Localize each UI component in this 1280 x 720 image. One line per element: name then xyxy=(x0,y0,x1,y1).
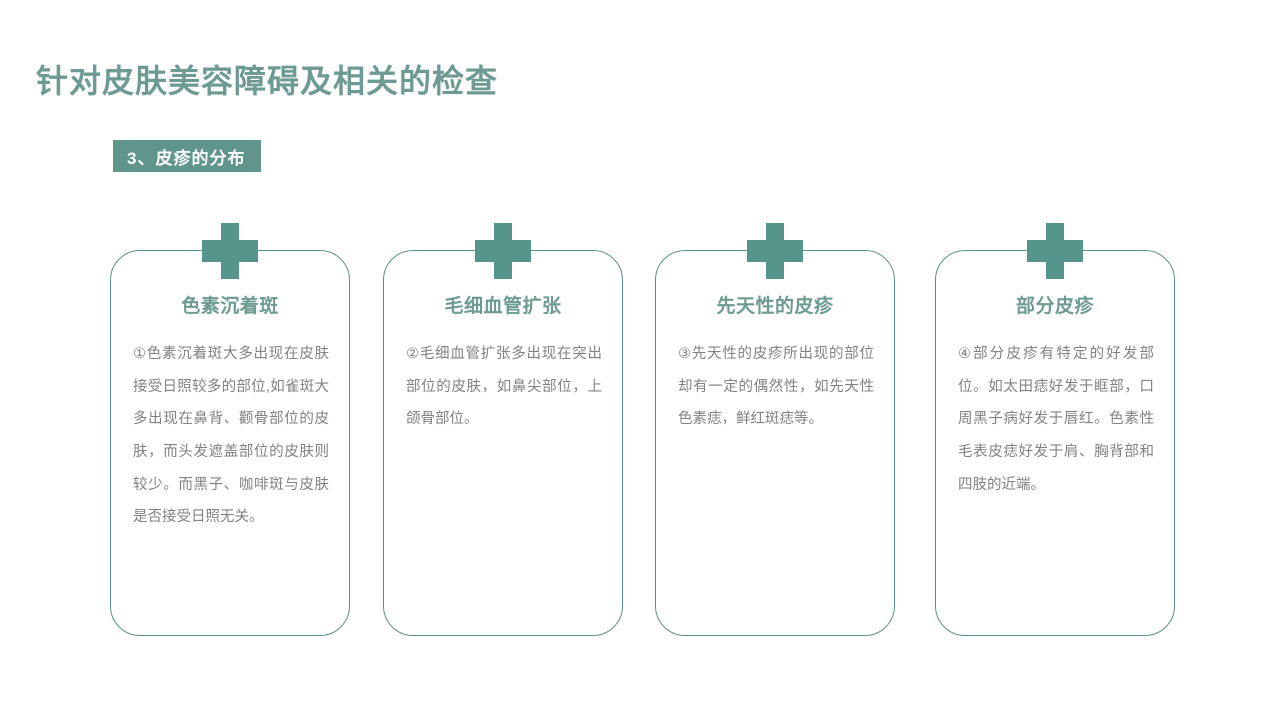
cross-icon xyxy=(747,223,803,279)
card-2[interactable]: 毛细血管扩张 ②毛细血管扩张多出现在突出部位的皮肤，如鼻尖部位，上颌骨部位。 xyxy=(383,223,623,636)
cross-icon xyxy=(475,223,531,279)
card-title: 先天性的皮疹 xyxy=(716,296,834,317)
card-title: 毛细血管扩张 xyxy=(444,296,562,317)
cards-row: 色素沉着斑 ①色素沉着斑大多出现在皮肤接受日照较多的部位,如雀斑大多出现在鼻背、… xyxy=(110,223,1175,636)
card-4[interactable]: 部分皮疹 ④部分皮疹有特定的好发部位。如太田痣好发于眶部，口周黑子病好发于唇红。… xyxy=(935,223,1175,636)
card-3[interactable]: 先天性的皮疹 ③先天性的皮疹所出现的部位却有一定的偶然性，如先天性色素痣，鲜红斑… xyxy=(655,223,895,636)
cross-icon xyxy=(1027,223,1083,279)
card-title: 部分皮疹 xyxy=(1015,296,1094,317)
page-title: 针对皮肤美容障碍及相关的检查 xyxy=(36,63,499,99)
cross-icon xyxy=(202,223,258,279)
card-body: ④部分皮疹有特定的好发部位。如太田痣好发于眶部，口周黑子病好发于唇红。色素性毛表… xyxy=(958,346,1154,493)
section-badge: 3、皮疹的分布 xyxy=(113,140,262,172)
card-title: 色素沉着斑 xyxy=(181,296,279,317)
card-1[interactable]: 色素沉着斑 ①色素沉着斑大多出现在皮肤接受日照较多的部位,如雀斑大多出现在鼻背、… xyxy=(110,223,350,636)
card-body: ①色素沉着斑大多出现在皮肤接受日照较多的部位,如雀斑大多出现在鼻背、颧骨部位的皮… xyxy=(133,346,329,526)
card-body: ②毛细血管扩张多出现在突出部位的皮肤，如鼻尖部位，上颌骨部位。 xyxy=(406,346,602,428)
card-body: ③先天性的皮疹所出现的部位却有一定的偶然性，如先天性色素痣，鲜红斑痣等。 xyxy=(678,346,874,428)
